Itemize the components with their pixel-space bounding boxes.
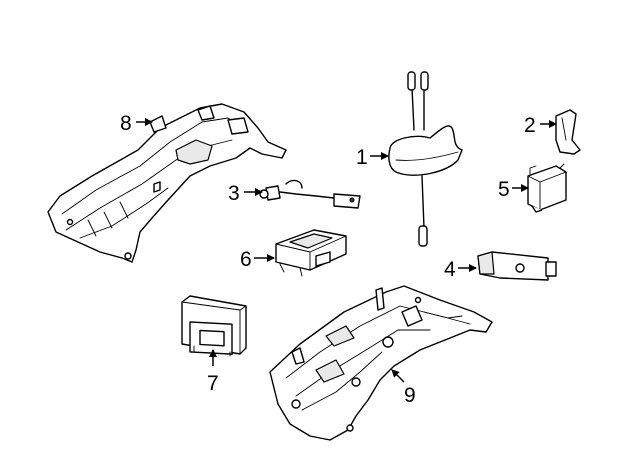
callout-5: 5 <box>498 178 510 201</box>
part-7-panel[interactable] <box>181 295 247 357</box>
part-6-control-unit[interactable] <box>275 229 347 277</box>
part-9-base-tray[interactable] <box>269 285 493 441</box>
callout-9: 9 <box>404 384 416 407</box>
callout-7: 7 <box>207 372 219 395</box>
part-1-antenna[interactable] <box>388 71 463 247</box>
part-8-upper-tray[interactable] <box>47 103 287 263</box>
callout-arrows <box>136 118 557 383</box>
callout-2: 2 <box>524 114 536 137</box>
part-5-module[interactable] <box>527 163 567 213</box>
callout-6: 6 <box>240 248 252 271</box>
part-3-cable[interactable] <box>259 179 361 209</box>
part-4-sensor[interactable] <box>477 251 557 281</box>
callout-1: 1 <box>356 146 368 169</box>
callout-4: 4 <box>444 258 456 281</box>
callout-8: 8 <box>120 112 132 135</box>
part-2-bracket[interactable] <box>555 109 581 155</box>
callout-3: 3 <box>228 182 240 205</box>
